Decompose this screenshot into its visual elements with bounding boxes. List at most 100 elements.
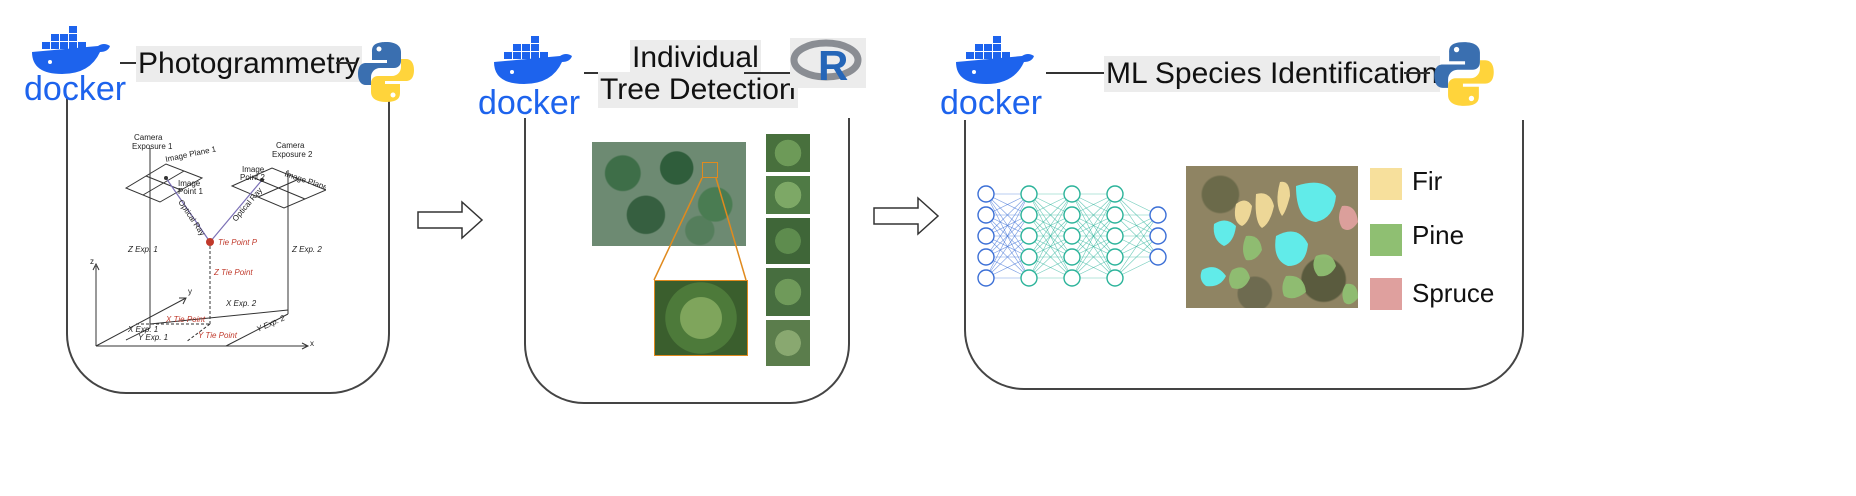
legend-swatch-pine — [1370, 224, 1402, 256]
nn-edge — [1028, 193, 1073, 258]
tie-point-label: Tie Point P — [218, 238, 258, 247]
z-tie-label: Z Tie Point — [213, 268, 253, 277]
tree-crop-thumbnail — [766, 268, 810, 316]
connector-line — [1404, 72, 1430, 74]
nn-edge — [985, 193, 1030, 237]
image-point-1-label: Image — [178, 179, 201, 188]
stage-title-tree-detection-line2: Tree Detection — [598, 72, 798, 108]
docker-wordmark: docker — [478, 84, 581, 122]
stage-photogrammetry-panel — [66, 98, 390, 394]
nn-node — [1149, 206, 1167, 224]
nn-node — [1106, 227, 1124, 245]
docker-logo-icon — [956, 36, 1034, 84]
stage-title-tree-detection-line1: Individual — [630, 40, 761, 76]
nn-node — [1149, 227, 1167, 245]
image-point-2-label: Image — [242, 165, 265, 174]
tree-crop-thumbnail — [766, 176, 810, 214]
nn-edge — [1028, 235, 1073, 279]
nn-edge — [985, 235, 1030, 279]
nn-node — [977, 269, 995, 287]
photogrammetry-diagram: Camera Exposure 1 Camera Exposure 2 Imag… — [90, 133, 326, 350]
tree-crop-thumbnail — [766, 218, 810, 264]
flow-arrow-icon — [417, 200, 484, 240]
nn-node — [1020, 269, 1038, 287]
camera-2-label: Exposure 2 — [272, 150, 313, 159]
stage-title-photogrammetry: Photogrammetry — [136, 46, 362, 82]
connector-line — [1046, 72, 1104, 74]
detection-box — [702, 162, 718, 178]
nn-edge — [1114, 214, 1159, 279]
image-plane-2-label: Image Plane 2 — [283, 169, 326, 194]
tree-crop-thumbnail — [766, 320, 810, 366]
stage-title-ml: ML Species Identification — [1104, 56, 1441, 92]
image-point-1-label: Point 1 — [178, 187, 203, 196]
z-exp2-label: Z Exp. 2 — [291, 245, 322, 254]
r-logo-icon: R — [790, 38, 866, 88]
y-exp2-label: Y Exp. 2 — [255, 313, 287, 334]
nn-edge — [1114, 235, 1159, 279]
nn-node — [1106, 248, 1124, 266]
legend-swatch-fir — [1370, 168, 1402, 200]
nn-edge — [1028, 193, 1073, 237]
r-letter: R — [818, 42, 849, 89]
python-logo-icon — [1434, 42, 1494, 106]
nn-edge — [1071, 235, 1116, 279]
nn-edge — [985, 214, 1030, 279]
docker-logo-icon — [32, 26, 110, 74]
docker-logo-icon — [494, 36, 572, 84]
docker-wordmark: docker — [940, 84, 1043, 122]
species-segmentation-image — [1186, 166, 1358, 308]
nn-node — [1020, 206, 1038, 224]
y-tie-label: Y Tie Point — [198, 331, 238, 340]
nn-node — [1149, 248, 1167, 266]
nn-node — [977, 185, 995, 203]
x-exp2-label: X Exp. 2 — [225, 299, 257, 308]
nn-edge — [985, 193, 1030, 258]
axis-x-label: x — [310, 339, 314, 348]
nn-edge — [1071, 193, 1116, 237]
legend-label-pine: Pine — [1412, 220, 1465, 250]
nn-node — [1020, 248, 1038, 266]
y-exp1-label: Y Exp. 1 — [138, 333, 168, 342]
nn-edge — [1114, 214, 1159, 258]
nn-node — [1020, 185, 1038, 203]
python-logo-icon — [358, 42, 414, 102]
stage-tree-detection-panel — [524, 118, 850, 404]
legend-label-fir: Fir — [1412, 166, 1443, 196]
neural-network-diagram — [977, 185, 1167, 287]
nn-edge — [1028, 214, 1073, 279]
image-point-2-label: Point 2 — [240, 173, 265, 182]
connector-line — [744, 72, 792, 74]
nn-node — [1063, 185, 1081, 203]
nn-node — [1106, 269, 1124, 287]
nn-node — [1063, 248, 1081, 266]
nn-node — [1063, 206, 1081, 224]
nn-node — [1020, 227, 1038, 245]
nn-node — [1063, 227, 1081, 245]
zoomed-tree-image — [654, 280, 748, 356]
nn-node — [1063, 269, 1081, 287]
zoom-lines — [653, 177, 747, 281]
x-exp1-label: X Exp. 1 — [127, 325, 158, 334]
camera-1-label: Exposure 1 — [132, 142, 173, 151]
nn-edge — [985, 193, 1030, 279]
connector-line — [336, 62, 356, 64]
tree-crop-thumbnail — [766, 134, 810, 172]
axis-y-label: y — [188, 287, 192, 296]
image-plane-1-label: Image Plane 1 — [165, 144, 218, 164]
flow-arrow-icon — [873, 196, 940, 236]
z-exp1-label: Z Exp. 1 — [127, 245, 158, 254]
nn-edge — [1071, 193, 1116, 258]
axis-z-label: z — [90, 257, 94, 266]
nn-node — [977, 248, 995, 266]
nn-edge — [1071, 214, 1116, 279]
stage-ml-panel — [964, 120, 1524, 390]
optical-ray-2-label: Optical Ray — [231, 186, 264, 223]
nn-edge — [1071, 193, 1116, 279]
camera-2-label: Camera — [276, 141, 305, 150]
legend-label-spruce: Spruce — [1412, 278, 1495, 308]
camera-1-label: Camera — [134, 133, 163, 142]
docker-wordmark: docker — [24, 70, 127, 108]
x-tie-label: X Tie Point — [165, 315, 206, 324]
nn-node — [977, 227, 995, 245]
